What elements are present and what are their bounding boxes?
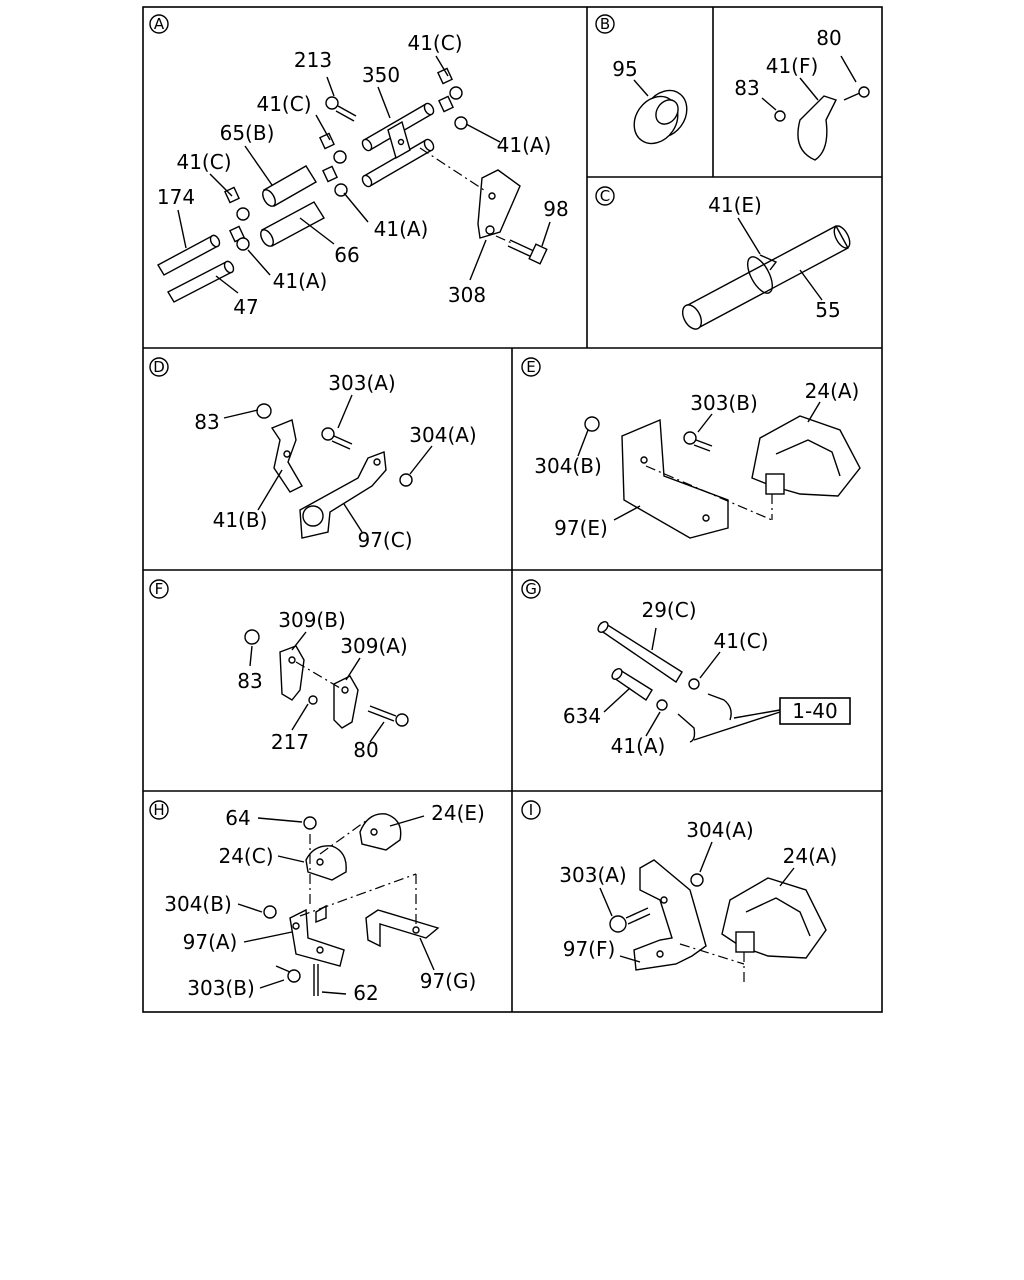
label-a-41a-mid: 41(A) [374,217,429,241]
label-g-41c: 41(C) [713,629,768,653]
panel-a: A [149,14,569,319]
panel-letter-f: F [155,580,164,598]
panel-letter-g: G [525,580,537,598]
label-a-308: 308 [448,283,486,307]
label-a-47: 47 [233,295,258,319]
panel-g: G 1-40 29(C) 41(C) 634 41(A) [521,579,851,758]
bracket-97e-assembly [584,415,861,539]
label-f-309b: 309(B) [278,608,346,632]
panel-letter-d: D [153,358,165,376]
panel-f: F 309(B) 309(A) 83 217 80 [149,579,409,762]
panel-badge-b [595,14,615,34]
label-b-95: 95 [612,57,637,81]
label-i-304a: 304(A) [686,818,753,842]
label-e-97e: 97(E) [554,516,608,540]
panel-e: E 303(B) 24(A) 304(B) 97(E) [521,357,861,540]
panel-d: D 303(A) 83 304(A) 41(B) 97(C) [149,357,477,552]
label-h-24c: 24(C) [218,844,273,868]
label-e-304b: 304(B) [534,454,602,478]
label-f-80: 80 [353,738,378,762]
clip-309-assembly [244,629,409,729]
panel-badge-e [521,357,541,377]
pipe-55 [681,225,851,330]
reference-box-label: 1-40 [792,699,837,723]
label-f-83: 83 [237,669,262,693]
label-e-303b: 303(B) [690,391,758,415]
label-d-83: 83 [194,410,219,434]
panel-badge-i [521,800,541,820]
panel-badge-d [149,357,169,377]
bracket-97c-assembly [256,403,413,539]
label-c-41e: 41(E) [708,193,762,217]
panel-letter-i: I [529,801,533,819]
label-g-634: 634 [563,704,601,728]
label-d-303a: 303(A) [328,371,395,395]
label-a-174: 174 [157,185,195,209]
label-a-41c-mid: 41(C) [256,92,311,116]
label-b2-41f: 41(F) [766,54,819,78]
label-a-41a-right: 41(A) [497,133,552,157]
label-h-304b: 304(B) [164,892,232,916]
label-a-65b: 65(B) [220,121,275,145]
label-a-41c-left: 41(C) [176,150,231,174]
reference-box-1-40 [779,697,851,725]
label-a-98: 98 [543,197,568,221]
bracket-97f-assembly [609,859,827,984]
panel-letter-c: C [600,187,610,205]
label-h-64: 64 [225,806,250,830]
panel-badge-g [521,579,541,599]
panel-badge-h [149,800,169,820]
panel-b: B 95 [595,14,688,145]
label-f-309a: 309(A) [340,634,407,658]
panel-a-parts [157,67,548,303]
panel-letter-h: H [153,801,164,819]
bracket-97a-assembly [263,813,440,996]
panel-badge-f [149,579,169,599]
label-a-213: 213 [294,48,332,72]
label-d-41b: 41(B) [213,508,268,532]
label-g-41a: 41(A) [611,734,666,758]
label-a-41c-top: 41(C) [407,31,462,55]
label-i-97f: 97(F) [563,937,616,961]
label-h-24e: 24(E) [431,801,485,825]
panel-c: C 41(E) 55 [595,186,851,330]
label-b2-80: 80 [816,26,841,50]
label-a-350: 350 [362,63,400,87]
panel-badge-c [595,186,615,206]
clip-41f-assembly [774,86,870,161]
label-c-55: 55 [815,298,840,322]
panel-h: H 64 [149,800,485,1005]
label-d-304a: 304(A) [409,423,476,447]
grommet-95 [633,89,688,145]
label-i-24a: 24(A) [783,844,838,868]
label-h-303b: 303(B) [187,976,255,1000]
label-a-41a-low: 41(A) [273,269,328,293]
panel-letter-b: B [600,15,610,33]
label-h-62: 62 [353,981,378,1005]
panel-a-leaders [177,55,551,294]
panel-b2: 80 41(F) 83 [734,26,870,161]
label-h-97a: 97(A) [183,930,238,954]
label-f-217: 217 [271,730,309,754]
panel-i: I 304(A) 24(A) 303(A) 97(F) [521,800,838,984]
label-a-66: 66 [334,243,359,267]
label-g-29c: 29(C) [641,598,696,622]
panel-letter-e: E [526,358,535,376]
panel-letter-a: A [154,15,165,33]
label-i-303a: 303(A) [559,863,626,887]
label-d-97c: 97(C) [357,528,412,552]
pipe-29c-assembly [597,621,732,743]
label-b2-83: 83 [734,76,759,100]
label-h-97g: 97(G) [420,969,477,993]
panel-badge-a [149,14,169,34]
panel-grid [142,6,883,1013]
label-e-24a: 24(A) [805,379,860,403]
